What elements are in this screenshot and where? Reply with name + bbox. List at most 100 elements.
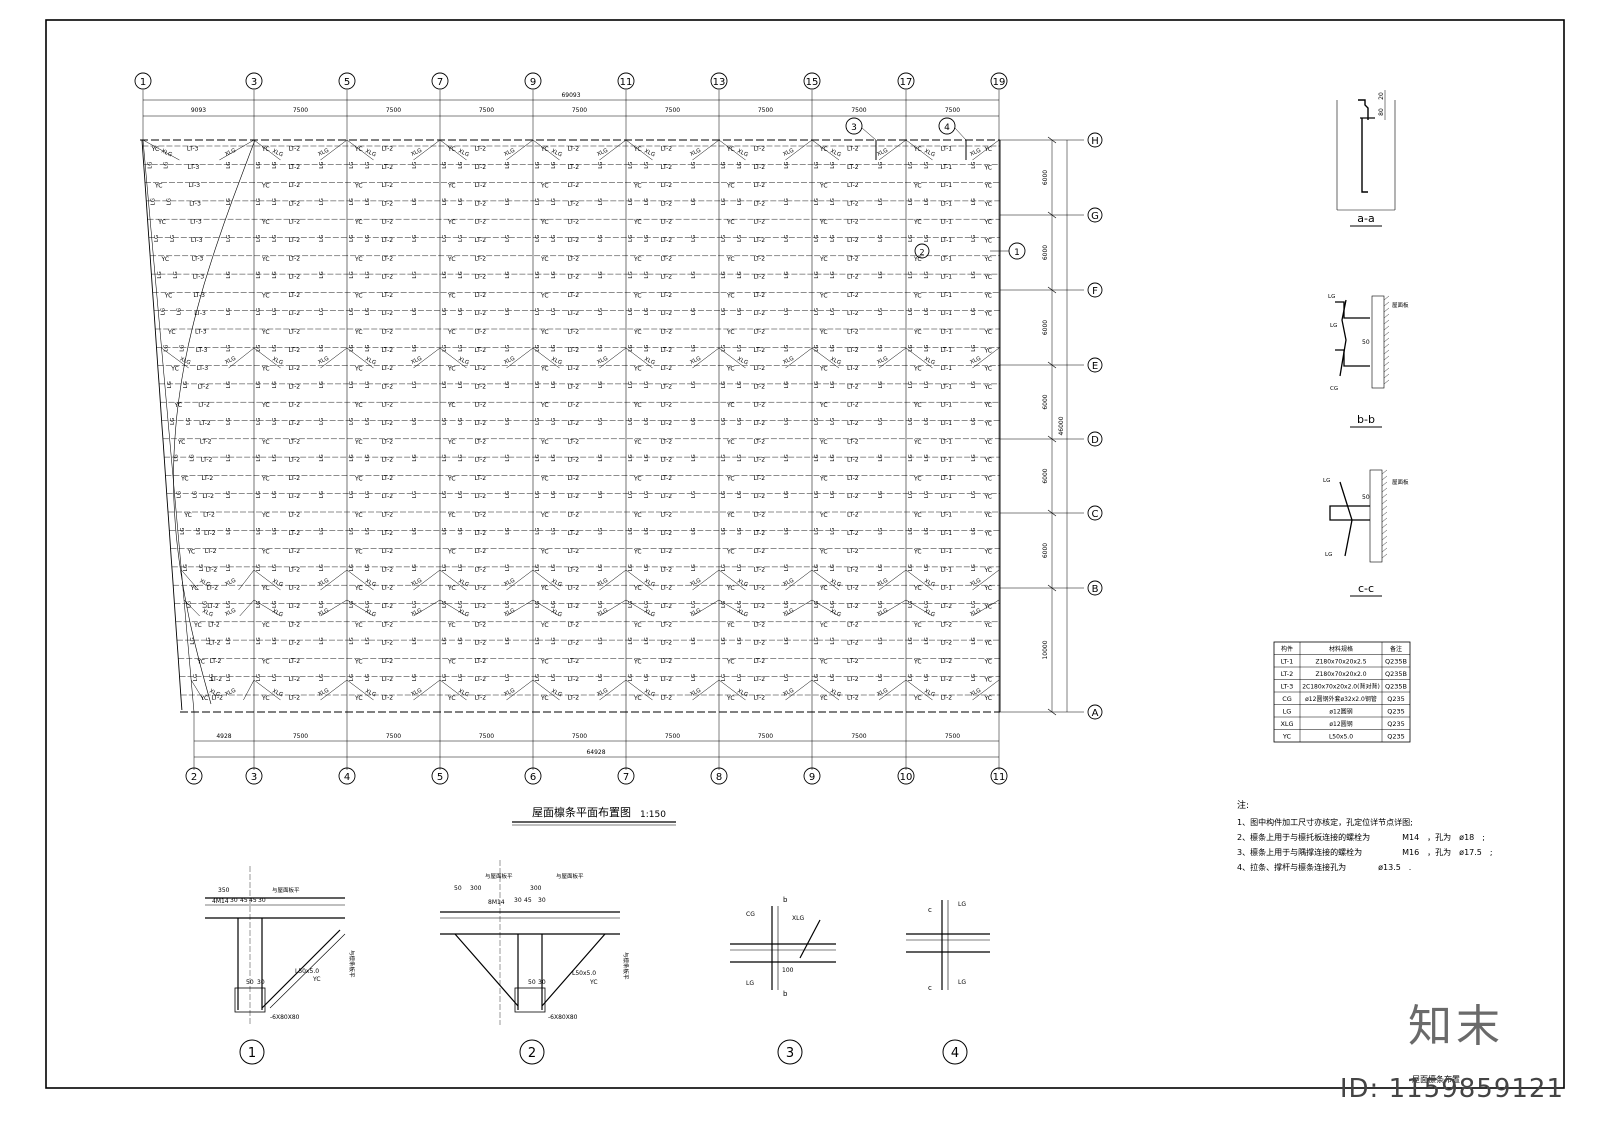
purlin-label: LT-1 (941, 310, 953, 317)
tie-rod-label: LG (598, 308, 604, 315)
brace-label: YC (157, 219, 166, 226)
brace-label: YC (913, 366, 922, 373)
purlin-label: LT-2 (568, 200, 580, 207)
table-cell: ø12圆钢外套ø32x2.0钢管 (1305, 695, 1377, 703)
xlg-label: XLG (736, 356, 749, 366)
xlg-label: XLG (457, 578, 470, 588)
right-total-text: 46000 (1058, 416, 1065, 435)
brace-label: YC (819, 292, 828, 299)
xlg-diagonal (718, 599, 746, 617)
brace-label-edge: YC (983, 439, 992, 446)
purlin-label: LT-1 (941, 475, 953, 482)
tie-rod-label: LG (721, 161, 727, 168)
tie-rod-label: LG (535, 198, 541, 205)
brace-label: YC (354, 475, 363, 482)
purlin-label: LT-2 (754, 621, 766, 628)
purlin-label: LT-2 (475, 530, 487, 537)
brace-label: YC (447, 183, 456, 190)
brace-label: YC (913, 695, 922, 702)
callout-bubble-3 (845, 117, 863, 135)
brace-label: YC (819, 622, 828, 629)
tie-rod-label: LG (365, 235, 371, 242)
xlg-diagonal (599, 139, 627, 161)
brace-label-edge: YC (983, 201, 992, 208)
xlg-label: XLG (271, 148, 284, 158)
purlin-label: LT-2 (568, 365, 580, 372)
tie-rod-label: LG (830, 198, 836, 205)
purlin-label: LT-2 (661, 347, 673, 354)
top-axis-label: 11 (620, 77, 633, 88)
tie-rod-label: LG (814, 674, 820, 681)
detail2-plate (514, 987, 546, 1013)
purlin-label: LT-2 (941, 695, 953, 702)
section-bb-purlins (1335, 301, 1370, 367)
brace-label: YC (540, 366, 549, 373)
tie-rod-label: LG (784, 198, 790, 205)
purlin-label: LT-2 (661, 530, 673, 537)
purlin-label: LT-2 (847, 603, 859, 610)
purlin-label: LT-2 (847, 365, 859, 372)
xlg-diagonal (346, 599, 374, 617)
tie-rod-label: LG (319, 271, 325, 278)
dim-tick (1047, 361, 1057, 369)
xlg-diagonal (320, 679, 348, 701)
brace-label: YC (540, 183, 549, 190)
tie-rod-label: LG (226, 198, 232, 205)
xlg-diagonal (238, 569, 255, 591)
purlin-label: LT-2 (661, 420, 673, 427)
section-bb-title: b-b (1357, 413, 1375, 426)
xlg-diagonal (320, 569, 348, 591)
purlin-label: LT-2 (289, 548, 301, 555)
brace-label: YC (447, 146, 456, 153)
purlin-label: LT-2 (289, 329, 301, 336)
table-cell: LG (1283, 708, 1292, 716)
xlg-diagonal (878, 599, 907, 617)
brace-label: YC (154, 183, 163, 190)
tie-rod-label: LG (458, 454, 464, 461)
tie-rod-label: LG (163, 161, 169, 168)
purlin-label: LT-2 (661, 493, 673, 500)
tie-rod-label: LG (272, 564, 278, 571)
tie-rod-label: LG (551, 235, 557, 242)
brace-label: YC (261, 439, 270, 446)
tie-rod-label: LG (830, 381, 836, 388)
brace-label-edge: YC (983, 457, 992, 464)
purlin-label: LT-2 (847, 274, 859, 281)
brace-label: YC (540, 329, 549, 336)
purlin-label: LT-2 (847, 420, 859, 427)
xlg-label: XLG (364, 688, 377, 698)
xlg-diagonal (692, 569, 720, 591)
tie-rod-label: LG (628, 161, 634, 168)
brace-label: YC (726, 402, 735, 409)
tie-rod-label: LG (628, 381, 634, 388)
purlin-label: LT-2 (199, 420, 211, 427)
xlg-label: XLG (643, 688, 656, 698)
tie-rod-label: LG (721, 418, 727, 425)
brace-label: YC (447, 292, 456, 299)
row-axis-label: G (1091, 211, 1099, 222)
xlg-diagonal (905, 599, 933, 617)
brace-label: YC (196, 658, 205, 665)
xlg-diagonal (692, 139, 720, 161)
xlg-diagonal (599, 599, 627, 617)
purlin-label: LT-2 (754, 493, 766, 500)
tie-rod-label: LG (180, 344, 186, 351)
brace-label: YC (726, 366, 735, 373)
detail2-dim: L50x5.0 (572, 970, 596, 977)
row-axis-bubble (1087, 357, 1103, 373)
tie-rod-label: LG (721, 564, 727, 571)
tie-rod-label: LG (924, 674, 930, 681)
tie-rod-label: LG (272, 418, 278, 425)
section-cc-wall (1369, 469, 1383, 563)
tie-rod-label: LG (256, 454, 262, 461)
xlg-label: XLG (829, 578, 842, 588)
purlin-label: LT-2 (568, 255, 580, 262)
purlin-label: LT-2 (568, 603, 580, 610)
tie-rod-label: LG (505, 674, 511, 681)
brace-label: YC (726, 439, 735, 446)
purlin-label: LT-3 (193, 292, 205, 299)
purlin-label: LT-2 (661, 237, 673, 244)
tie-rod-label: LG (319, 161, 325, 168)
purlin-label: LT-2 (382, 329, 394, 336)
xlg-label: XLG (829, 688, 842, 698)
